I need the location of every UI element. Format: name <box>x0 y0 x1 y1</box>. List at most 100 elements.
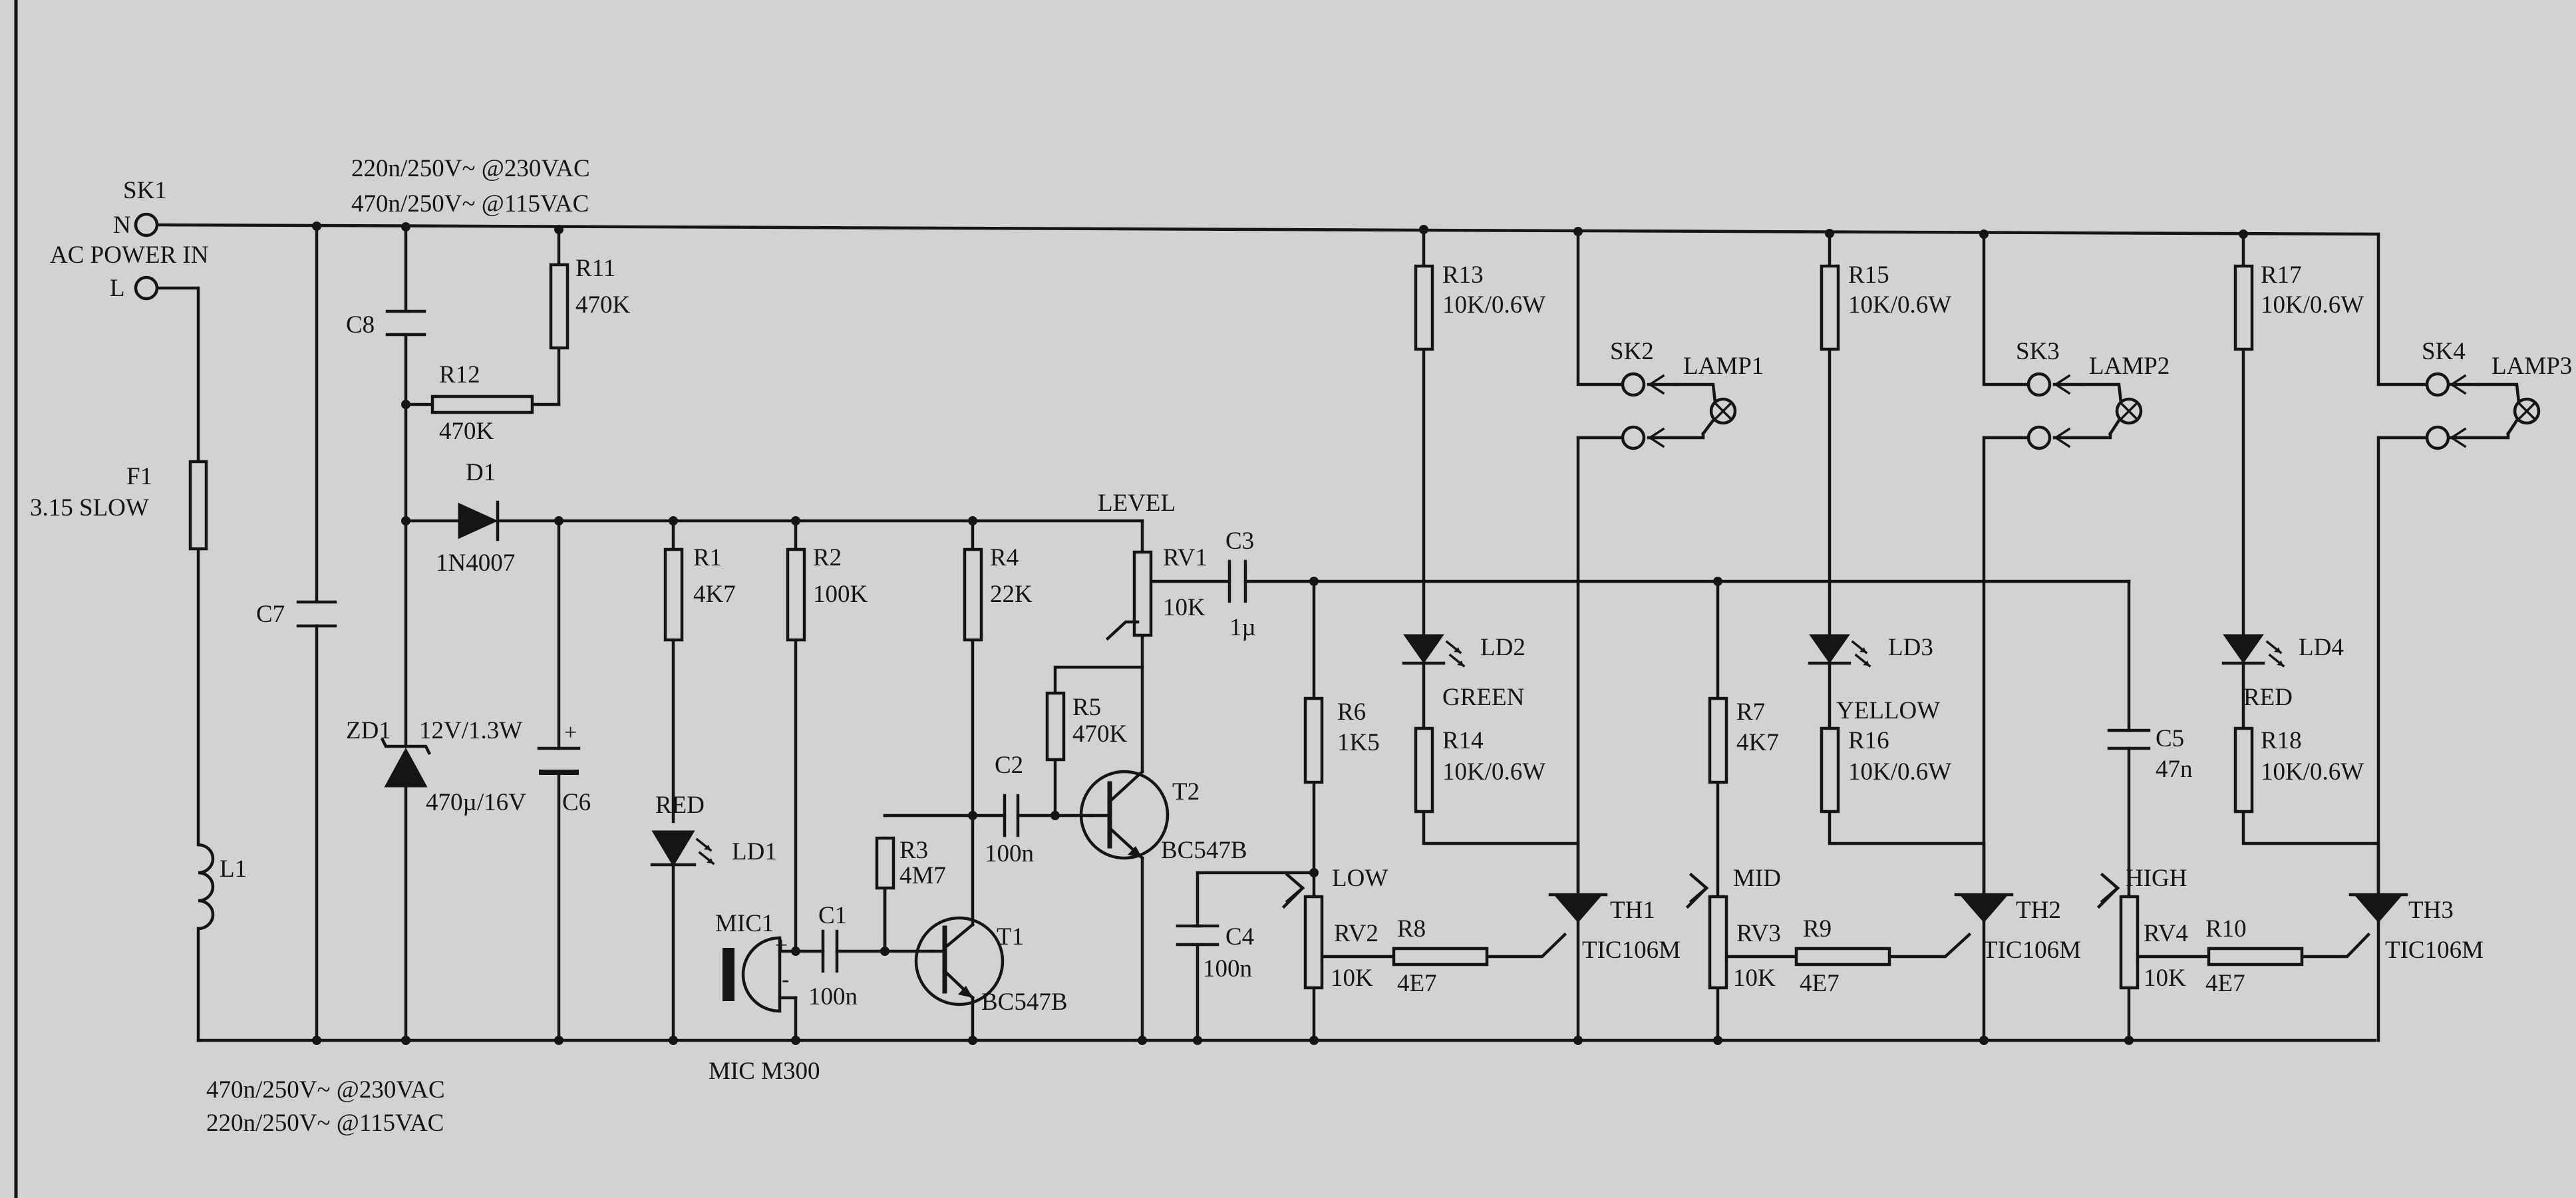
rv4-label: RV4 <box>2144 920 2188 947</box>
f1-value: 3.15 SLOW <box>30 494 149 522</box>
t2-label: T2 <box>1172 778 1200 806</box>
th3-label: TH3 <box>2408 897 2454 924</box>
th1-label: TH1 <box>1610 897 1655 924</box>
r7-label: R7 <box>1736 698 1765 726</box>
r2-value: 100K <box>813 581 868 608</box>
t1-model: BC547B <box>981 988 1068 1016</box>
resistor-r16 <box>1820 726 1840 814</box>
c7-label: C7 <box>256 601 285 628</box>
note-bottom-line1: 470n/250V~ @230VAC <box>206 1076 445 1104</box>
r10-value: 4E7 <box>2205 970 2245 997</box>
c2-label: C2 <box>995 752 1023 779</box>
ld1-color: RED <box>655 792 705 819</box>
resistor-r4 <box>963 547 983 642</box>
r5-value: 470K <box>1072 720 1128 748</box>
resistor-r12 <box>430 394 534 414</box>
r15-value: 10K/0.6W <box>1848 291 1951 319</box>
mic-model: MIC M300 <box>709 1058 820 1085</box>
sk2-top-terminal <box>1621 372 1646 397</box>
r18-label: R18 <box>2261 727 2302 754</box>
note-top-line2: 470n/250V~ @115VAC <box>351 190 589 218</box>
channel-mid: R15 10K/0.6W SK3 LAMP2 LD3 YELLOW R16 10… <box>1685 261 2170 997</box>
r16-label: R16 <box>1848 727 1889 754</box>
r10-label: R10 <box>2205 915 2247 943</box>
r7-value: 4K7 <box>1736 729 1779 756</box>
c5-value: 47n <box>2156 756 2193 783</box>
lamp-icon <box>2476 382 2541 436</box>
c1-value: 100n <box>808 983 858 1010</box>
led-ld4 <box>2223 634 2264 664</box>
r4-value: 22K <box>990 581 1033 608</box>
c3-label: C3 <box>1225 527 1254 555</box>
r8-value: 4E7 <box>1397 970 1437 997</box>
fuse-f1 <box>188 460 208 551</box>
sk1-l-terminal <box>134 275 159 301</box>
resistor-r17 <box>2233 264 2254 351</box>
r17-value: 10K/0.6W <box>2261 291 2364 319</box>
potentiometer-rv3 <box>1708 895 1728 990</box>
th1-model: TIC106M <box>1582 937 1681 964</box>
f1-label: F1 <box>126 463 152 490</box>
resistor-r9 <box>1794 947 1891 967</box>
resistor-r7 <box>1708 696 1728 784</box>
note-bottom-line2: 220n/250V~ @115VAC <box>206 1110 444 1137</box>
l1-label: L1 <box>220 855 247 883</box>
level-label: LEVEL <box>1098 490 1176 517</box>
note-top-line1: 220n/250V~ @230VAC <box>351 155 590 182</box>
r17-label: R17 <box>2261 261 2302 289</box>
r1-label: R1 <box>693 544 722 571</box>
led-ld1 <box>651 830 695 867</box>
power-input-section: SK1 N L AC POWER IN F1 3.15 SLOW L1 C7 C… <box>30 177 631 931</box>
mic1-plus: + <box>775 933 788 958</box>
resistor-r8 <box>1392 947 1489 967</box>
ld2-label: LD2 <box>1480 634 1526 661</box>
mic-amplifier-section: R1 4K7 R2 100K R4 22K RED LD1 MIC1 + - M… <box>650 490 1256 1085</box>
ld2-color: GREEN <box>1442 684 1524 711</box>
lamp3-label: LAMP3 <box>2492 353 2572 380</box>
r11-value: 470K <box>575 291 631 319</box>
ld3-color: YELLOW <box>1836 697 1940 724</box>
r8-label: R8 <box>1397 915 1426 943</box>
inductor-l1 <box>198 843 215 931</box>
led-ld3 <box>1809 634 1850 664</box>
l-label: L <box>110 275 125 302</box>
c4-value: 100n <box>1203 955 1252 982</box>
mic1-minus: - <box>782 967 789 992</box>
r18-value: 10K/0.6W <box>2261 758 2364 786</box>
rv1-label: RV1 <box>1163 544 1208 571</box>
lamp-icon <box>2080 382 2143 436</box>
ac-power-in-label: AC POWER IN <box>50 241 208 269</box>
rv3-label: RV3 <box>1736 920 1781 947</box>
th2-model: TIC106M <box>1983 937 2081 964</box>
sk2-label: SK2 <box>1610 338 1654 365</box>
lamp-icon <box>1675 382 1737 436</box>
rv1-value: 10K <box>1163 594 1206 621</box>
d1-label: D1 <box>466 459 496 486</box>
sk1-n-terminal <box>134 212 159 237</box>
resistor-r10 <box>2207 947 2304 967</box>
c5-label: C5 <box>2156 725 2184 752</box>
diode-d1 <box>458 502 498 539</box>
r15-label: R15 <box>1848 261 1889 289</box>
r12-value: 470K <box>439 418 494 445</box>
channel-high: R17 10K/0.6W SK4 LAMP3 LD4 RED R18 10K/0… <box>2096 261 2572 997</box>
resistor-r2 <box>786 547 806 642</box>
r3-label: R3 <box>899 837 928 864</box>
junction-dots <box>312 222 2248 1045</box>
thyristor-th3 <box>2348 893 2408 923</box>
low-label: LOW <box>1332 865 1388 892</box>
c3-value: 1µ <box>1229 614 1256 641</box>
n-label: N <box>113 212 131 239</box>
r11-label: R11 <box>575 255 615 282</box>
rv2-value: 10K <box>1331 965 1373 992</box>
r14-value: 10K/0.6W <box>1442 758 1545 786</box>
thyristor-th1 <box>1548 893 1608 923</box>
r9-label: R9 <box>1803 915 1832 943</box>
zener-zd1 <box>384 747 428 788</box>
r13-value: 10K/0.6W <box>1442 291 1545 319</box>
sk2-bottom-terminal <box>1621 425 1646 450</box>
resistor-r3 <box>875 836 895 890</box>
high-label: HIGH <box>2126 865 2187 892</box>
r1-value: 4K7 <box>693 581 736 608</box>
